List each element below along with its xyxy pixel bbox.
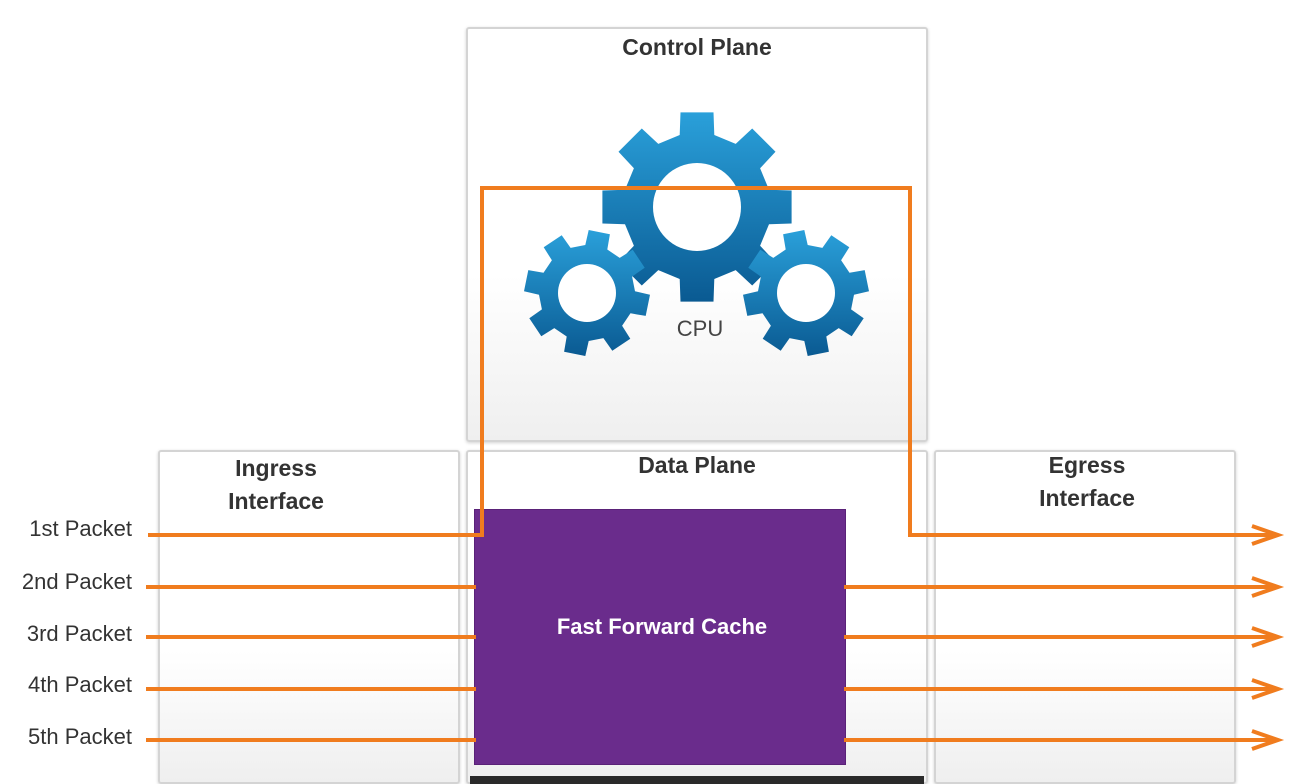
fast-forward-cache-label: Fast Forward Cache (556, 614, 768, 639)
packet-label-1: 1st Packet (29, 516, 132, 541)
egress-interface-panel (934, 450, 1236, 784)
packet-3-arrowhead (1251, 626, 1285, 648)
egress-title-line2: Interface (1039, 485, 1135, 511)
data-plane-base-bar (470, 776, 924, 784)
ingress-interface-panel (158, 450, 460, 784)
packet-1-arrowhead (1251, 524, 1285, 546)
packet-label-4: 4th Packet (28, 672, 132, 697)
egress-interface-title: Egress Interface (934, 449, 1240, 515)
control-plane-title: Control Plane (622, 34, 772, 60)
packet-2-arrowhead (1251, 576, 1285, 598)
data-plane-title: Data Plane (638, 452, 756, 478)
packet-5-arrowhead (1251, 729, 1285, 751)
ingress-title-line1: Ingress (235, 455, 317, 481)
left-gear-icon (524, 230, 650, 356)
packet-1-path (148, 186, 1278, 537)
packet-label-2: 2nd Packet (21, 569, 132, 594)
packet-label-3: 3rd Packet (26, 621, 132, 646)
ingress-interface-title: Ingress Interface (156, 452, 396, 518)
right-gear-icon (743, 230, 869, 356)
large-gear-icon (602, 112, 792, 302)
packet-4-arrowhead (1251, 678, 1285, 700)
packet-label-5: 5th Packet (28, 724, 132, 749)
egress-title-line1: Egress (1048, 452, 1126, 478)
cpu-label: CPU (676, 316, 724, 341)
fast-forward-cache-box (474, 509, 846, 765)
ingress-title-line2: Interface (228, 488, 324, 514)
